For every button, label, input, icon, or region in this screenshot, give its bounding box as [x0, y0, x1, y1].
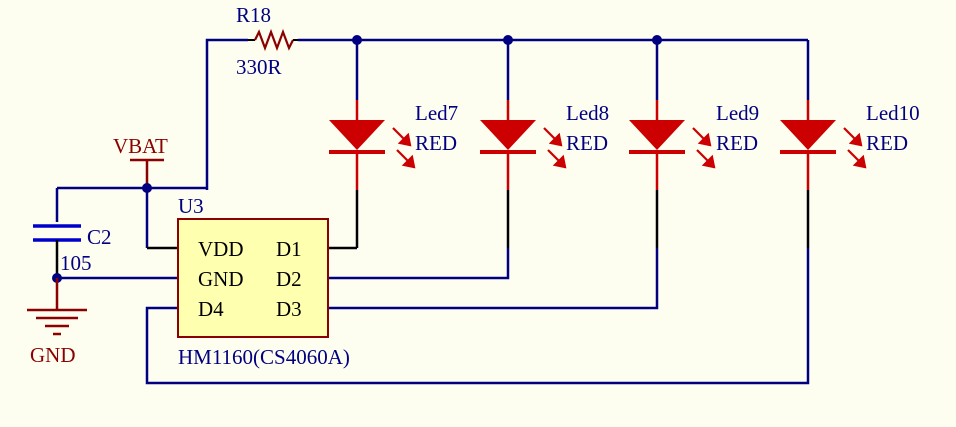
led10-color: RED — [866, 131, 908, 155]
led9-cathode-wire — [328, 248, 659, 310]
vbat-power-port: VBAT — [113, 134, 168, 188]
vbat-label: VBAT — [113, 134, 168, 158]
led10-cathode-wire — [145, 248, 810, 385]
led10-designator: Led10 — [866, 101, 920, 125]
led8 — [480, 100, 567, 169]
led9-color: RED — [716, 131, 758, 155]
capacitor-designator: C2 — [87, 225, 112, 249]
ic-pin-d2: D2 — [276, 267, 302, 291]
ic-u3: U3 VDD GND D4 D1 D2 D3 HM1160(CS4060A) — [177, 194, 350, 369]
resistor-r18: R18 330R — [236, 3, 298, 79]
top-rail-wire — [205, 38, 808, 190]
ic-pin-d1: D1 — [276, 237, 302, 261]
led8-designator: Led8 — [566, 101, 609, 125]
ic-pin-d3: D3 — [276, 297, 302, 321]
ic-designator: U3 — [178, 194, 204, 218]
resistor-designator: R18 — [236, 3, 271, 27]
resistor-value: 330R — [236, 55, 282, 79]
capacitor-c2: C2 105 — [33, 224, 112, 278]
ic-pin-gnd: GND — [198, 267, 244, 291]
led9-designator: Led9 — [716, 101, 759, 125]
ic-pin-d4: D4 — [198, 297, 224, 321]
ic-part-number: HM1160(CS4060A) — [178, 345, 350, 369]
junction-dot — [142, 183, 152, 193]
led7-color: RED — [415, 131, 457, 155]
capacitor-value: 105 — [60, 251, 92, 275]
gnd-power-port: GND — [27, 278, 87, 367]
led7 — [329, 100, 416, 169]
led10 — [780, 100, 867, 169]
vbat-net-wire — [55, 186, 207, 248]
led8-color: RED — [566, 131, 608, 155]
led8-cathode-wire — [328, 248, 510, 280]
ic-body — [177, 218, 329, 338]
led9 — [629, 100, 716, 169]
led7-designator: Led7 — [415, 101, 458, 125]
ic-pin-vdd: VDD — [198, 237, 244, 261]
gnd-label: GND — [30, 343, 76, 367]
